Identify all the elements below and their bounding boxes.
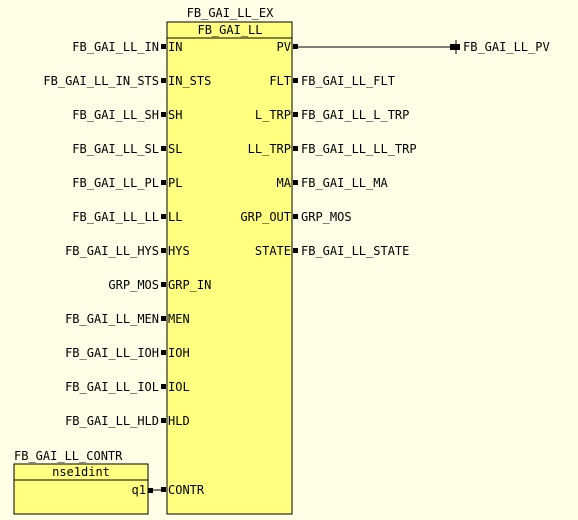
output-pin-state[interactable]	[293, 248, 298, 253]
input-signal-in: FB_GAI_LL_IN	[72, 40, 159, 54]
input-ports: IN FB_GAI_LL_IN IN_STS FB_GAI_LL_IN_STS SH FB…	[43, 40, 211, 497]
input-port-ll: LL	[168, 210, 182, 224]
input-port-men: MEN	[168, 312, 190, 326]
input-pin-sh[interactable]	[161, 112, 166, 117]
input-signal-sl: FB_GAI_LL_SL	[72, 142, 159, 156]
output-pin-ma[interactable]	[293, 180, 298, 185]
output-port-flt: FLT	[269, 74, 291, 88]
output-port-ll-trp: LL_TRP	[248, 142, 291, 156]
input-signal-hys: FB_GAI_LL_HYS	[65, 244, 159, 258]
input-pin-iol[interactable]	[161, 384, 166, 389]
input-port-sh: SH	[168, 108, 182, 122]
input-port-pl: PL	[168, 176, 182, 190]
pv-wire-terminal[interactable]	[450, 44, 460, 50]
input-port-hys: HYS	[168, 244, 190, 258]
output-ports: PV FLT FB_GAI_LL_FLT L_TRP FB_GAI_LL_L_TRP LL…	[240, 40, 416, 258]
input-signal-in-sts: FB_GAI_LL_IN_STS	[43, 74, 159, 88]
input-pin-men[interactable]	[161, 316, 166, 321]
input-pin-in-sts[interactable]	[161, 78, 166, 83]
output-port-pv: PV	[277, 40, 291, 54]
input-pin-ll[interactable]	[161, 214, 166, 219]
input-port-grp-in: GRP_IN	[168, 278, 211, 292]
output-pin-l-trp[interactable]	[293, 112, 298, 117]
fb-body[interactable]	[166, 21, 293, 515]
input-pin-sl[interactable]	[161, 146, 166, 151]
input-signal-sh: FB_GAI_LL_SH	[72, 108, 159, 122]
output-pin-pv[interactable]	[293, 44, 298, 49]
input-pin-pl[interactable]	[161, 180, 166, 185]
input-port-ioh: IOH	[168, 346, 190, 360]
contr-type-name: nse1dint	[52, 465, 110, 479]
output-pin-flt[interactable]	[293, 78, 298, 83]
input-port-contr: CONTR	[168, 483, 205, 497]
input-pin-in[interactable]	[161, 44, 166, 49]
input-signal-pl: FB_GAI_LL_PL	[72, 176, 159, 190]
contr-output-pin[interactable]	[148, 488, 153, 493]
fb-type-name: FB_GAI_LL	[197, 23, 262, 37]
contr-function-block[interactable]: FB_GAI_LL_CONTR nse1dint q1	[13, 449, 161, 515]
input-pin-grp-in[interactable]	[161, 282, 166, 287]
output-port-ma: MA	[277, 176, 292, 190]
input-signal-hld: FB_GAI_LL_HLD	[65, 414, 159, 428]
output-signal-grp-out: GRP_MOS	[301, 210, 352, 224]
output-signal-l-trp: FB_GAI_LL_L_TRP	[301, 108, 409, 122]
output-port-grp-out: GRP_OUT	[240, 210, 291, 224]
main-function-block[interactable]: FB_GAI_LL_EX FB_GAI_LL	[166, 6, 293, 515]
output-port-l-trp: L_TRP	[255, 108, 291, 122]
input-port-hld: HLD	[168, 414, 190, 428]
output-signal-ma: FB_GAI_LL_MA	[301, 176, 388, 190]
pv-wire-label: FB_GAI_LL_PV	[463, 40, 550, 54]
output-pin-ll-trp[interactable]	[293, 146, 298, 151]
output-port-state: STATE	[255, 244, 291, 258]
output-signal-flt: FB_GAI_LL_FLT	[301, 74, 395, 88]
input-pin-ioh[interactable]	[161, 350, 166, 355]
contr-output-port: q1	[132, 483, 146, 497]
input-signal-men: FB_GAI_LL_MEN	[65, 312, 159, 326]
input-signal-ll: FB_GAI_LL_LL	[72, 210, 159, 224]
output-signal-ll-trp: FB_GAI_LL_LL_TRP	[301, 142, 417, 156]
input-pin-hld[interactable]	[161, 418, 166, 423]
output-pin-grp-out[interactable]	[293, 214, 298, 219]
output-signal-state: FB_GAI_LL_STATE	[301, 244, 409, 258]
input-signal-ioh: FB_GAI_LL_IOH	[65, 346, 159, 360]
fb-instance-name: FB_GAI_LL_EX	[187, 6, 274, 20]
input-port-iol: IOL	[168, 380, 190, 394]
input-pin-contr[interactable]	[161, 487, 166, 492]
pv-output-wire[interactable]: FB_GAI_LL_PV	[297, 40, 550, 54]
input-signal-iol: FB_GAI_LL_IOL	[65, 380, 159, 394]
contr-instance-name: FB_GAI_LL_CONTR	[14, 449, 123, 463]
input-port-in: IN	[168, 40, 182, 54]
input-signal-grp-in: GRP_MOS	[108, 278, 159, 292]
input-port-sl: SL	[168, 142, 182, 156]
input-port-in-sts: IN_STS	[168, 74, 211, 88]
input-pin-hys[interactable]	[161, 248, 166, 253]
